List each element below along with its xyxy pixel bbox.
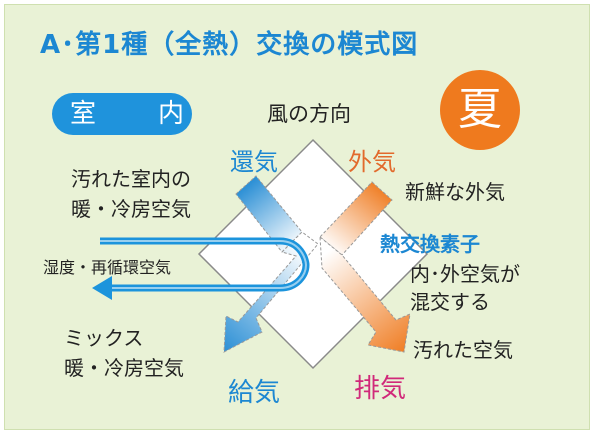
diagram-title: A･第1種（全熱）交換の模式図 — [40, 30, 419, 60]
return-air-label: 還気 — [230, 148, 278, 176]
air-mixing-line1: 内･外空気が — [410, 262, 520, 286]
room-label-badge: 室 内 — [52, 93, 192, 135]
exhaust-air-arrow — [319, 235, 411, 353]
exhaust-air-label: 排気 — [354, 374, 407, 404]
dirty-indoor-air-label: 汚れた室内の 暖・冷房空気 — [71, 164, 191, 224]
air-mixing-note: 内･外空気が 混交する — [410, 260, 520, 316]
supply-air-label: 給気 — [228, 378, 281, 408]
mixed-air-label: ミックス 暖・冷房空気 — [64, 323, 184, 383]
humidity-loop-arrowhead — [92, 276, 112, 300]
heat-exchange-element-label: 熱交換素子 — [380, 232, 480, 256]
season-badge: 夏 — [440, 70, 520, 150]
fresh-outdoor-air-label: 新鮮な外気 — [405, 180, 505, 204]
dirty-air-label: 汚れた空気 — [413, 338, 513, 362]
humidity-loop-highlight — [100, 240, 308, 289]
dirty-indoor-line2: 暖・冷房空気 — [71, 197, 191, 221]
mixed-air-line1: ミックス — [64, 326, 144, 350]
wind-direction-label: 風の方向 — [267, 102, 351, 126]
outdoor-air-label: 外気 — [348, 148, 396, 176]
dirty-indoor-line1: 汚れた室内の — [71, 167, 191, 191]
humidity-recirculation-label: 湿度・再循環空気 — [43, 258, 172, 277]
air-mixing-line2: 混交する — [410, 290, 490, 314]
mixed-air-line2: 暖・冷房空気 — [64, 356, 184, 380]
return-air-arrow-tail — [235, 175, 303, 253]
